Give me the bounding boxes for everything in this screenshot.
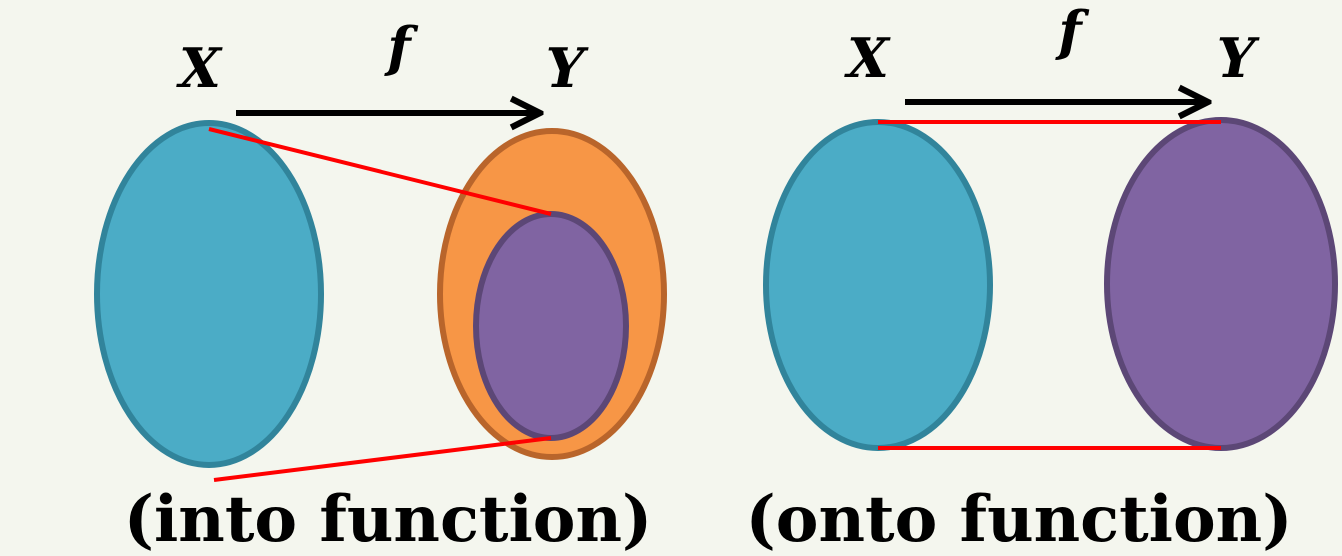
function-label-f: f <box>1054 0 1089 63</box>
codomain-label-y: Y <box>546 36 589 100</box>
domain-label-x: X <box>844 26 891 90</box>
mapping-line-top <box>208 127 552 216</box>
range-set <box>473 211 629 441</box>
mapping-line-bottom <box>213 436 552 482</box>
domain-label-x: X <box>176 36 223 100</box>
into-function-diagram: X Y f (into function) <box>94 15 667 556</box>
codomain-label-y: Y <box>1217 26 1260 90</box>
codomain-set-y <box>1104 117 1338 451</box>
into-function-caption: (into function) <box>124 482 653 556</box>
onto-function-caption: (onto function) <box>746 482 1293 556</box>
domain-set-x <box>94 120 324 468</box>
function-label-f: f <box>383 15 418 79</box>
domain-set-x <box>763 119 993 451</box>
onto-function-diagram: X Y f (onto function) <box>746 0 1338 556</box>
